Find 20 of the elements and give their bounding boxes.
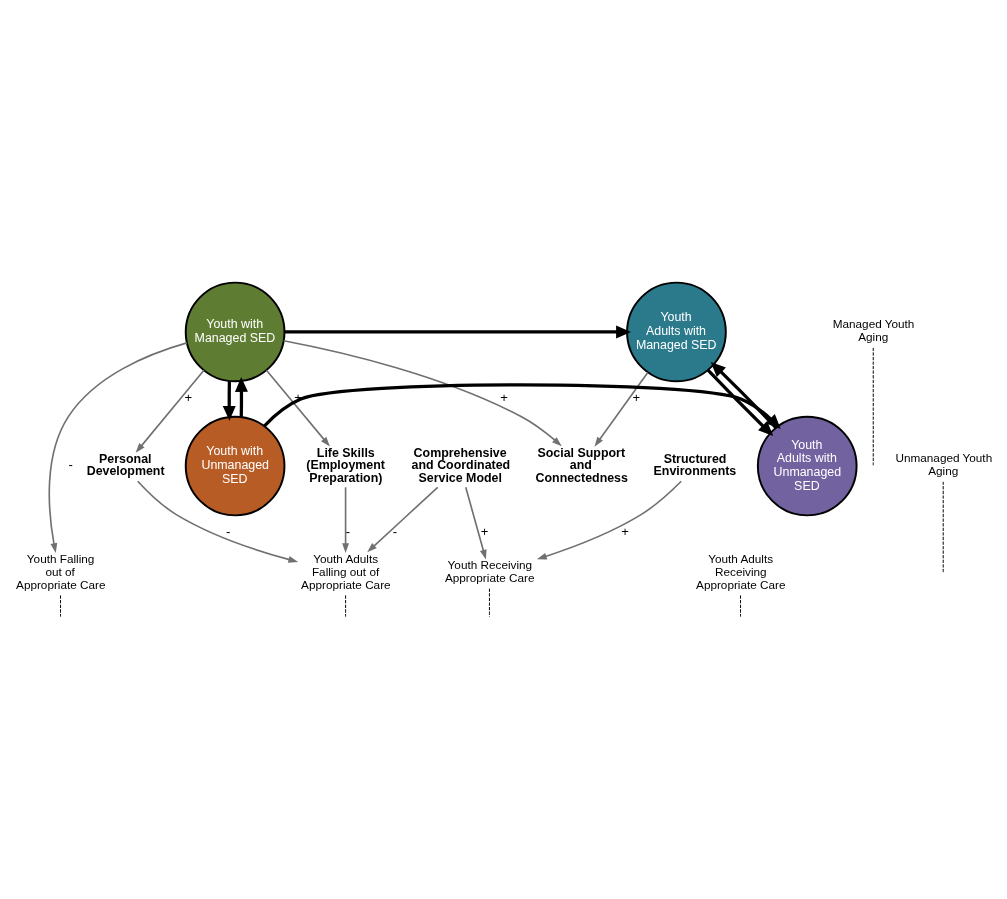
edge-label: - <box>68 456 73 472</box>
node-text: Structured Environments <box>653 451 737 478</box>
node-text: Personal Development <box>86 451 165 478</box>
edge-label: + <box>500 389 508 405</box>
edge-label: - <box>345 523 351 539</box>
edge-label: + <box>632 389 641 405</box>
node-text: Unmanaged Youth Aging <box>895 450 993 477</box>
edge-label: - <box>226 523 231 539</box>
edge-label: + <box>621 523 629 539</box>
node-text: Life Skills (Employment Preparation) <box>306 445 385 485</box>
edge-label: + <box>184 389 193 405</box>
node-text: Social Support and Connectedness <box>535 445 628 485</box>
edge-label: + <box>480 523 489 539</box>
edge-label: - <box>392 523 398 539</box>
node-text: Comprehensive and Coordinated Service Model <box>411 445 511 485</box>
node-text: Youth Falling out of Appropriate Care <box>16 551 106 591</box>
node-text: Youth Receiving Appropriate Care <box>444 557 535 584</box>
node-text: Managed Youth Aging <box>832 316 915 343</box>
node-text: Youth Adults Receiving Appropriate Care <box>696 551 786 591</box>
node-text: Youth Adults Falling out of Appropriate Care <box>301 551 391 591</box>
